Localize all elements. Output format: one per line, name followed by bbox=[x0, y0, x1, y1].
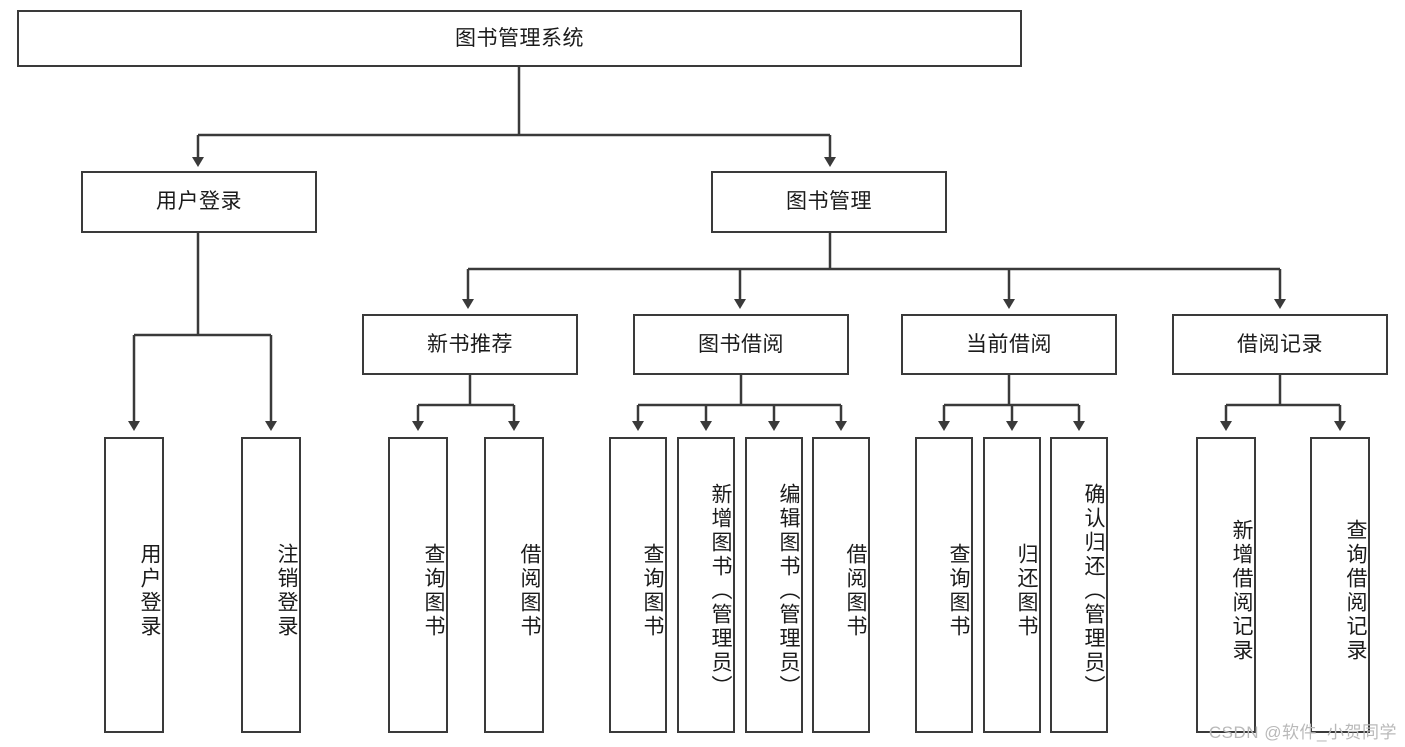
leaf-query-borrow-record[interactable]: 查询借阅记录 bbox=[1310, 437, 1370, 733]
leaf-confirm-return-admin[interactable]: 确认归还（管理员） bbox=[1050, 437, 1108, 733]
leaf-return-book[interactable]: 归还图书 bbox=[983, 437, 1041, 733]
leaf-label: 新增借阅记录 bbox=[1230, 519, 1253, 663]
leaf-borrow-book-recommend[interactable]: 借阅图书 bbox=[484, 437, 544, 733]
leaf-label: 注销登录 bbox=[275, 543, 298, 639]
node-user-login[interactable]: 用户登录 bbox=[81, 171, 317, 233]
leaf-label: 借阅图书 bbox=[844, 543, 867, 639]
leaf-query-book-borrow[interactable]: 查询图书 bbox=[609, 437, 667, 733]
leaf-label: 查询借阅记录 bbox=[1344, 519, 1367, 663]
leaf-label: 编辑图书（管理员） bbox=[777, 483, 800, 699]
node-new-book-recommend[interactable]: 新书推荐 bbox=[362, 314, 578, 375]
csdn-watermark: CSDN @软件_小贺同学 bbox=[1208, 723, 1397, 742]
node-book-management[interactable]: 图书管理 bbox=[711, 171, 947, 233]
leaf-label: 查询图书 bbox=[422, 543, 445, 639]
leaf-add-book-admin[interactable]: 新增图书（管理员） bbox=[677, 437, 735, 733]
leaf-user-logout[interactable]: 注销登录 bbox=[241, 437, 301, 733]
leaf-add-borrow-record[interactable]: 新增借阅记录 bbox=[1196, 437, 1256, 733]
node-borrow-records[interactable]: 借阅记录 bbox=[1172, 314, 1388, 375]
leaf-label: 查询图书 bbox=[641, 543, 664, 639]
leaf-label: 借阅图书 bbox=[518, 543, 541, 639]
node-current-borrow[interactable]: 当前借阅 bbox=[901, 314, 1117, 375]
leaf-label: 确认归还（管理员） bbox=[1082, 483, 1105, 699]
leaf-query-book-recommend[interactable]: 查询图书 bbox=[388, 437, 448, 733]
leaf-label: 用户登录 bbox=[138, 543, 161, 639]
leaf-query-book-current[interactable]: 查询图书 bbox=[915, 437, 973, 733]
node-root-system[interactable]: 图书管理系统 bbox=[17, 10, 1022, 67]
leaf-edit-book-admin[interactable]: 编辑图书（管理员） bbox=[745, 437, 803, 733]
leaf-label: 查询图书 bbox=[947, 543, 970, 639]
leaf-user-login[interactable]: 用户登录 bbox=[104, 437, 164, 733]
leaf-label: 归还图书 bbox=[1015, 543, 1038, 639]
leaf-label: 新增图书（管理员） bbox=[709, 483, 732, 699]
node-book-borrow[interactable]: 图书借阅 bbox=[633, 314, 849, 375]
leaf-borrow-book[interactable]: 借阅图书 bbox=[812, 437, 870, 733]
